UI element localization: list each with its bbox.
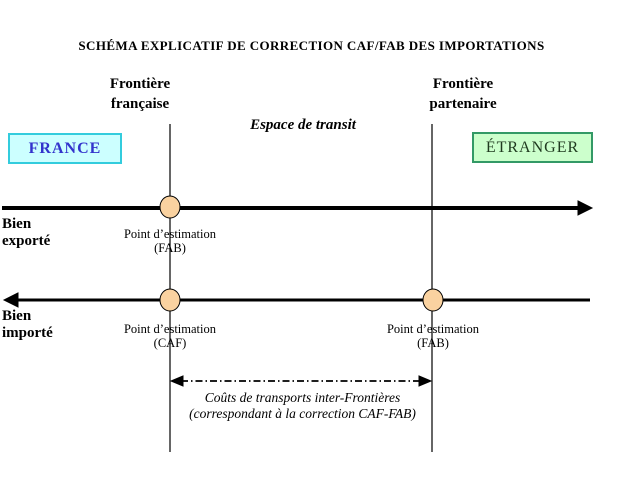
transport-cost-note-line1: Coûts de transports inter-Frontières: [204, 390, 401, 405]
french-frontier-label-line1: Frontière: [109, 76, 171, 92]
import-fab-caption-line2: (FAB): [417, 335, 449, 350]
exported-good-label-line1: Bien: [2, 216, 32, 232]
export-fab-point-marker: [159, 195, 181, 219]
partner-frontier-label: Frontière partenaire: [398, 74, 528, 114]
export-flow-arrow: [2, 200, 594, 216]
transport-cost-note: Coûts de transports inter-Frontières (co…: [130, 390, 475, 421]
transport-cost-note-line2: (correspondant à la correction CAF-FAB): [189, 405, 416, 421]
import-caf-point-marker: [159, 288, 181, 312]
import-flow-arrow: [2, 292, 590, 308]
export-arrowhead-icon: [577, 200, 594, 216]
france-zone-label: FRANCE: [28, 139, 102, 157]
etranger-zone-label: ÉTRANGER: [485, 138, 580, 156]
cost-arrowhead-left-icon: [169, 375, 184, 387]
exported-good-label: Bien exporté: [2, 216, 50, 250]
import-fab-caption-line1: Point d’estimation: [386, 322, 479, 336]
export-fab-point-caption: Point d’estimation (FAB): [100, 227, 240, 255]
imported-good-label-line1: Bien: [2, 308, 32, 324]
imported-good-label-line2: importé: [2, 325, 53, 341]
export-fab-caption-line1: Point d’estimation: [123, 227, 216, 241]
french-frontier-label-line2: française: [110, 96, 170, 112]
transport-cost-arrow: [169, 375, 433, 387]
diagram-title: SCHÉMA EXPLICATIF DE CORRECTION CAF/FAB …: [78, 38, 545, 53]
france-zone-box: FRANCE: [8, 133, 122, 164]
import-caf-caption-line1: Point d’estimation: [123, 322, 216, 336]
etranger-zone-box: ÉTRANGER: [472, 132, 593, 163]
import-arrowhead-icon: [2, 292, 19, 308]
import-caf-caption-line2: (CAF): [153, 335, 187, 350]
partner-frontier-label-line1: Frontière: [432, 76, 494, 92]
french-frontier-label: Frontière française: [75, 74, 205, 114]
exported-good-label-line2: exporté: [2, 233, 51, 249]
partner-frontier-label-line2: partenaire: [429, 96, 497, 112]
transit-space-label: Espace de transit: [250, 117, 356, 133]
import-fab-point-caption: Point d’estimation (FAB): [363, 322, 503, 350]
export-fab-caption-line2: (FAB): [154, 240, 186, 255]
import-caf-point-caption: Point d’estimation (CAF): [100, 322, 240, 350]
imported-good-label: Bien importé: [2, 308, 53, 342]
cost-arrowhead-right-icon: [418, 375, 433, 387]
import-fab-point-marker: [422, 288, 444, 312]
